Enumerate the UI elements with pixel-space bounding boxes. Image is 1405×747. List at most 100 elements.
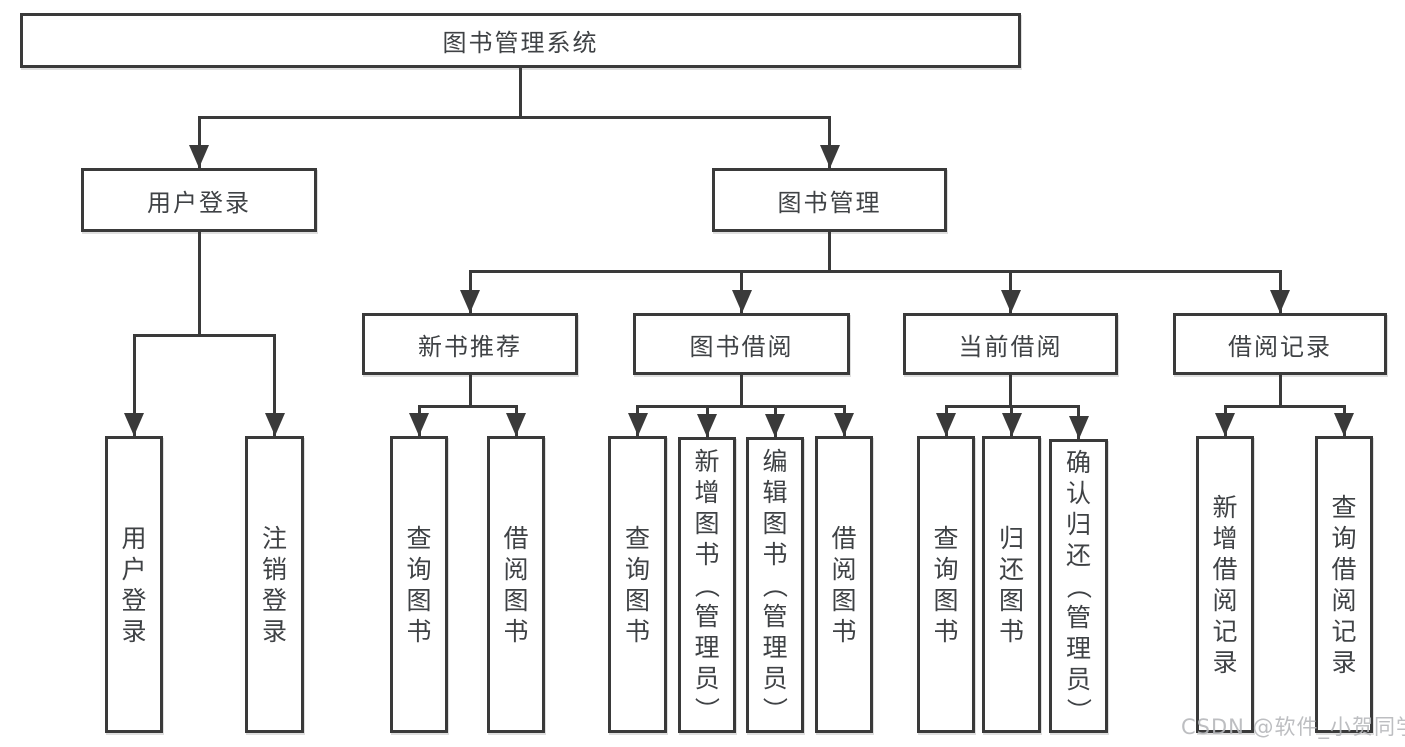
connector-branch [636,404,846,408]
label-char: 图 [998,585,1024,615]
node-user-login: 用户登录 [81,168,317,232]
label-char: 户 [121,554,147,584]
label-char: 询 [1331,523,1357,553]
label-char: 查 [1331,492,1357,522]
label-char: 阅 [831,554,857,584]
arrowhead-down [1215,413,1235,436]
connector-stem [519,68,522,119]
arrowhead-down [1068,416,1089,439]
arrowhead-down [834,413,854,436]
connector-branch [197,115,831,119]
label-char: 管 [762,601,788,631]
label-char: 编 [762,446,788,476]
label-char: 借 [1331,554,1357,584]
connector-drop [828,117,831,168]
node-current-return-books: 归还图书 [982,436,1041,733]
label-char: 登 [121,585,147,615]
label-char: 书 [831,616,857,646]
connector-stem [1278,375,1282,408]
node-label-records-query-borrow-record: 查询借阅记录 [1331,492,1356,678]
label-char: 询 [406,554,432,584]
arrowhead-down [936,413,956,436]
node-label-leaf-user-login: 用户登录 [121,523,146,647]
label-char: ） [760,696,790,722]
connector-branch [132,333,276,337]
arrowhead-down [506,413,526,436]
label-char: （ [1063,573,1093,599]
node-records-query-borrow-record: 查询借阅记录 [1315,436,1373,733]
label-char: 图 [933,585,959,615]
label-char: 增 [1212,523,1238,553]
arrowhead-down [264,413,285,436]
node-label-recommend-query-books: 查询图书 [406,523,431,647]
label-char: 录 [1212,647,1238,677]
label-char: 借 [831,523,857,553]
label-char: 图 [503,585,529,615]
label-char: 录 [121,616,147,646]
connector-branch [417,404,518,408]
label-char: 录 [261,616,287,646]
label-char: 阅 [1212,585,1238,615]
label-char: 归 [1065,509,1091,539]
label-char: 管 [694,601,720,631]
node-label-borrowing-query-books: 查询图书 [625,523,650,647]
node-label-borrowing-add-books-admin: 新增图书（管理员） [692,446,721,725]
label-char: 销 [261,554,287,584]
label-char: 辑 [762,477,788,507]
label-char: 记 [1212,616,1238,646]
node-borrowing-borrow-books: 借阅图书 [815,436,873,733]
label-char: 书 [762,539,788,569]
node-label-records-add-borrow-record: 新增借阅记录 [1212,492,1237,678]
node-leaf-logout-login: 注销登录 [245,436,304,733]
arrowhead-down [124,413,144,436]
label-char: 注 [261,523,287,553]
node-label-leaf-logout-login: 注销登录 [262,523,287,647]
connector-stem [197,232,201,337]
connector-stem [828,232,831,273]
node-borrowing-add-books-admin: 新增图书（管理员） [678,437,736,733]
label-char: 员 [1065,664,1091,694]
label-char: 书 [406,616,432,646]
node-label-new-book-recommend: 新书推荐 [418,332,522,361]
label-char: 管 [1065,602,1091,632]
node-label-borrowing-edit-books-admin: 编辑图书（管理员） [760,446,790,725]
node-book-management: 图书管理 [712,168,947,232]
node-label-current-return-books: 归还图书 [999,523,1024,647]
label-char: 认 [1065,478,1091,508]
arrowhead-down [1334,413,1354,436]
node-label-recommend-borrow-books: 借阅图书 [503,523,528,647]
connector-branch [468,269,1282,273]
label-char: 询 [624,554,650,584]
label-char: 理 [1065,633,1091,663]
label-char: 新 [694,446,720,476]
node-label-borrowing-records: 借阅记录 [1228,332,1332,361]
connector-drop [132,335,136,436]
label-char: 录 [1331,647,1357,677]
node-book-borrowing: 图书借阅 [633,313,850,375]
node-current-query-books: 查询图书 [917,436,975,733]
node-new-book-recommend: 新书推荐 [362,313,578,375]
connector-stem [468,375,472,408]
connector-drop [197,117,201,168]
connector-stem [1009,375,1012,408]
node-recommend-borrow-books: 借阅图书 [487,436,545,733]
arrowhead-down [819,145,840,168]
arrowhead-down [460,290,480,313]
node-label-book-management: 图书管理 [777,188,882,217]
label-char: 图 [694,508,720,538]
label-char: 查 [933,523,959,553]
label-char: 借 [503,523,529,553]
label-char: 图 [831,585,857,615]
label-char: 书 [624,616,650,646]
label-char: 阅 [1331,585,1357,615]
label-char: 阅 [503,554,529,584]
node-label-borrowing-borrow-books: 借阅图书 [831,523,856,647]
label-char: 询 [933,554,959,584]
node-label-book-borrowing: 图书借阅 [689,332,794,361]
label-char: （ [760,572,790,598]
label-char: 图 [406,585,432,615]
label-char: 查 [624,523,650,553]
label-char: 用 [121,523,147,553]
arrowhead-down [1001,413,1022,436]
connector-stem [740,375,743,408]
